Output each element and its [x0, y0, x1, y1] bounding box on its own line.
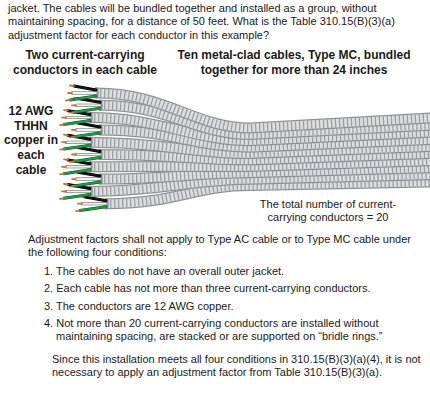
thhn-conductor — [74, 182, 100, 186]
copper-tip — [64, 134, 68, 136]
conductor-edge — [74, 108, 100, 112]
condition-item: 1. The cables do not have an overall out… — [44, 265, 422, 278]
conductor-edge — [66, 165, 90, 168]
copper-tip — [62, 190, 66, 192]
condition-item: 3. The conductors are 12 AWG copper. — [44, 300, 422, 313]
conductor-edge — [74, 182, 100, 186]
bundle-callout: Ten metal-clad cables, Type MC, bundled … — [168, 48, 420, 77]
copper-tip — [62, 166, 66, 168]
copper-tip — [62, 141, 66, 143]
thhn-conductor — [76, 104, 100, 106]
copper-tip — [72, 104, 76, 106]
conductor-edge — [66, 116, 90, 119]
armor-spiral — [96, 93, 430, 128]
condition-item: 2. Each cable has not more than three cu… — [44, 282, 422, 295]
conductor-edge — [80, 207, 106, 211]
copper-tip — [64, 109, 68, 111]
thhn-conductor — [66, 166, 90, 168]
question-text: jacket. The cables will be bundled toget… — [8, 2, 424, 42]
copper-tip — [76, 210, 80, 212]
conductor-edge — [64, 121, 90, 125]
cable-armor — [96, 93, 430, 128]
conductor-edge — [66, 190, 90, 193]
copper-tip — [70, 136, 74, 138]
copper-tip — [64, 158, 68, 160]
copper-tip — [60, 124, 64, 126]
conductor-edge — [76, 128, 100, 131]
copper-tip — [60, 197, 64, 199]
thhn-conductor — [64, 121, 90, 125]
thhn-conductor — [72, 92, 96, 94]
copper-tip — [60, 173, 64, 175]
copper-tip — [68, 92, 72, 94]
copper-tip — [72, 129, 76, 131]
conductor-edge — [74, 158, 100, 162]
conductor-edge — [66, 141, 90, 144]
condition-item: 4. Not more than 20 current-carrying con… — [44, 317, 422, 344]
conductor-edge — [78, 148, 100, 152]
cable-bundle — [60, 86, 430, 212]
copper-tip — [64, 183, 68, 185]
conductor-count-note: The total number of current-carrying con… — [248, 198, 408, 225]
conductor-edge — [76, 178, 100, 181]
conductor-edge — [84, 197, 106, 201]
conductor-edge — [72, 92, 96, 95]
thhn-conductor — [64, 145, 90, 149]
rule-text: Adjustment factors shall not apply to Ty… — [28, 233, 422, 260]
cable-outline — [96, 93, 430, 128]
thhn-conductor — [74, 86, 96, 90]
conductor-edge — [76, 104, 100, 107]
copper-tip — [70, 111, 74, 113]
thhn-conductor — [84, 197, 106, 201]
conductor-edge — [78, 172, 100, 176]
thhn-conductor — [76, 129, 100, 131]
thhn-conductor — [64, 194, 90, 198]
copper-tip — [66, 99, 70, 101]
conductor-callout: Two current-carrying conductors in each … — [10, 48, 160, 77]
thhn-conductor — [66, 190, 90, 192]
copper-tip — [72, 154, 76, 156]
conductor-edge — [64, 194, 90, 198]
thhn-conductor — [66, 117, 90, 119]
copper-tip — [60, 148, 64, 150]
thhn-conductor — [74, 108, 100, 112]
copper-tip — [70, 85, 74, 87]
thhn-conductor — [76, 178, 100, 180]
copper-tip — [72, 178, 76, 180]
conductor-edge — [74, 86, 96, 90]
conclusion-text: Since this installation meets all four c… — [52, 353, 422, 380]
conductor-edge — [70, 96, 96, 100]
thhn-conductor — [80, 207, 106, 211]
thhn-conductor — [78, 123, 100, 127]
conductor-edge — [82, 202, 106, 205]
copper-tip — [70, 185, 74, 187]
thhn-conductor — [70, 96, 96, 100]
thhn-conductor — [66, 141, 90, 143]
thhn-conductor — [76, 154, 100, 156]
conductor-edge — [64, 145, 90, 149]
thhn-conductor — [78, 172, 100, 176]
thhn-conductor — [74, 133, 100, 137]
copper-tip — [62, 117, 66, 119]
conductor-edge — [74, 133, 100, 137]
thhn-conductor — [78, 148, 100, 152]
thhn-conductor — [74, 158, 100, 162]
conductor-edge — [64, 170, 90, 174]
thhn-conductor — [82, 203, 106, 205]
copper-tip — [70, 160, 74, 162]
thhn-conductor — [64, 170, 90, 174]
conductor-edge — [76, 153, 100, 156]
copper-tip — [78, 203, 82, 205]
conductor-edge — [78, 123, 100, 127]
conductor-size-callout: 12 AWG THHN copper in each cable — [3, 104, 59, 177]
